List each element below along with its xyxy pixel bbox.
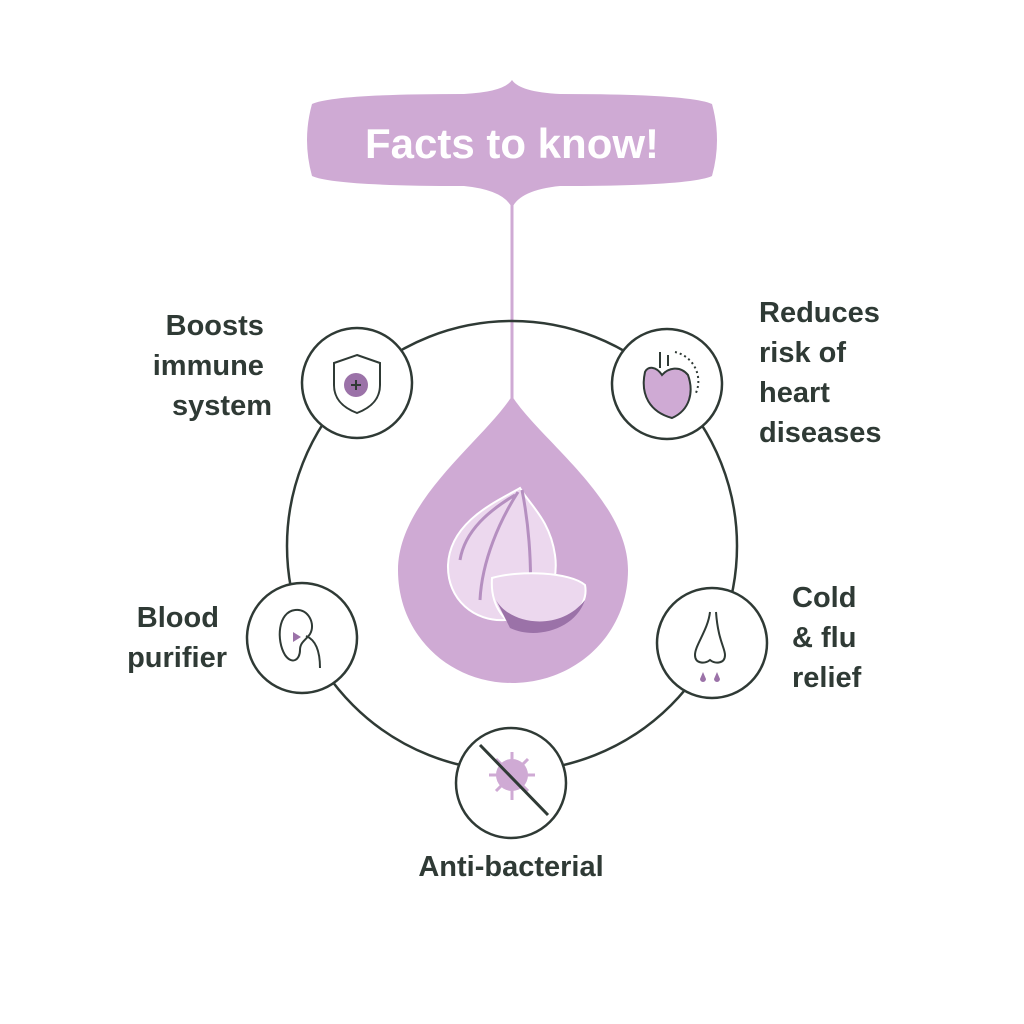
kidney-icon	[278, 608, 321, 669]
fact-cold: Cold & flu relief	[655, 582, 865, 700]
fact-label: Reduces risk of heart diseases	[759, 297, 888, 449]
fact-label: Anti-bacterial	[418, 851, 603, 883]
fact-heart: Reduces risk of heart diseases	[610, 297, 888, 449]
title-banner	[307, 80, 717, 208]
fact-blood: Blood purifier	[127, 581, 359, 695]
no-virus-icon	[478, 743, 550, 817]
heart-icon	[642, 351, 700, 420]
shield-plus-icon	[333, 353, 381, 415]
fact-antibacterial: Anti-bacterial	[418, 726, 604, 883]
garlic-icon	[446, 486, 587, 633]
title-text: Facts to know!	[365, 120, 659, 167]
fact-label: Cold & flu relief	[792, 582, 865, 694]
nose-drip-icon	[693, 611, 727, 682]
fact-immune: Boosts immune system	[153, 310, 414, 440]
fact-label: Blood purifier	[127, 602, 227, 674]
fact-label: Boosts immune system	[153, 310, 272, 422]
